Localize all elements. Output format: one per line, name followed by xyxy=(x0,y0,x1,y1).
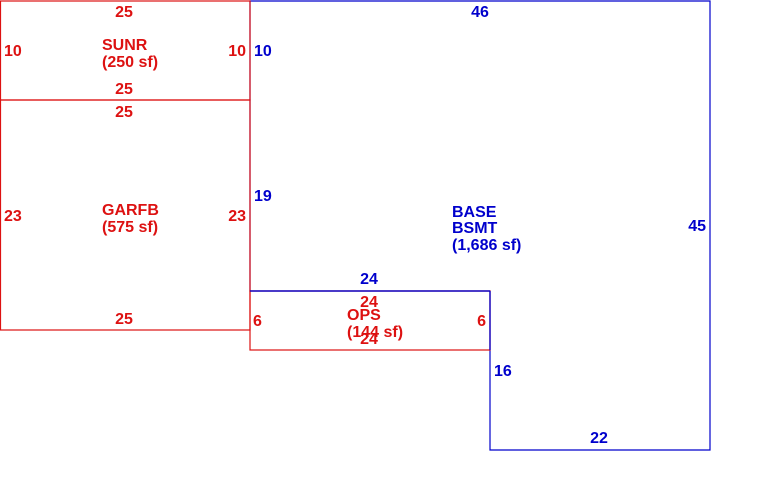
ops-dim-right: 6 xyxy=(477,313,486,330)
base-name-line1: BASE xyxy=(452,204,497,221)
base-dim-bottom: 22 xyxy=(590,430,608,447)
base-dim-inner-left: 16 xyxy=(494,363,512,380)
base-dim-inner-top: 24 xyxy=(360,271,378,288)
base-dim-top: 46 xyxy=(471,4,489,21)
ops-area: (144 sf) xyxy=(347,324,403,341)
sunr-dim-left: 10 xyxy=(4,43,22,60)
ops-dim-left: 6 xyxy=(253,313,262,330)
garfb-dim-top: 25 xyxy=(115,104,133,121)
sunr-dim-top: 25 xyxy=(115,4,133,21)
base-dim-left-lower: 19 xyxy=(254,188,272,205)
garfb-dim-right: 23 xyxy=(228,208,246,225)
garfb-area: (575 sf) xyxy=(102,219,158,236)
garfb-dim-left: 23 xyxy=(4,208,22,225)
sunr-area: (250 sf) xyxy=(102,54,158,71)
sunr-dim-right: 10 xyxy=(228,43,246,60)
garfb-dim-bottom: 25 xyxy=(115,311,133,328)
sunr-name: SUNR xyxy=(102,37,148,54)
garfb-name: GARFB xyxy=(102,202,159,219)
base-dim-left-upper: 10 xyxy=(254,43,272,60)
ops-dim-top: 24 xyxy=(360,294,378,311)
ops-dim-bottom: 24 xyxy=(360,331,378,348)
base-name-line2: BSMT xyxy=(452,220,498,237)
base-dim-right: 45 xyxy=(688,218,706,235)
sunr-dim-bottom: 25 xyxy=(115,81,133,98)
base-area: (1,686 sf) xyxy=(452,237,521,254)
ops-name: OPS xyxy=(347,307,381,324)
garfb-area-outline xyxy=(0,99,251,331)
